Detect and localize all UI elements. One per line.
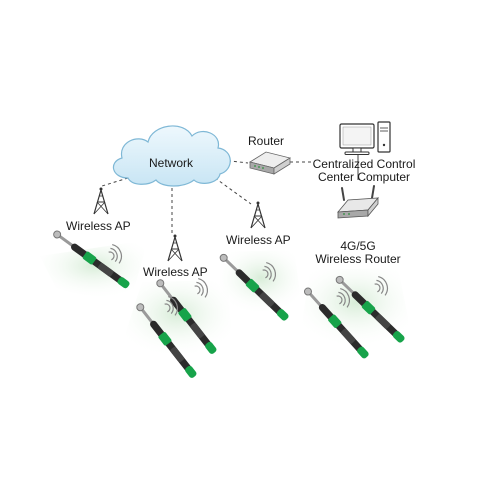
computer-label-line1: Centralized Control [312, 157, 416, 171]
ap-label-1: Wireless AP [66, 219, 131, 233]
ap-label-3: Wireless AP [226, 233, 291, 247]
link-network-router [221, 159, 249, 164]
connection-lines [101, 151, 359, 236]
mobile-router-label: 4G/5G Wireless Router [306, 240, 410, 266]
router-icon [248, 151, 292, 175]
coverage-zone-3 [220, 250, 302, 313]
link-network-ap3 [214, 177, 252, 205]
mobile-router-label-line1: 4G/5G [340, 239, 376, 253]
router-label: Router [248, 134, 285, 148]
ap-label-2: Wireless AP [143, 265, 208, 279]
antenna-tower-icon [250, 200, 266, 229]
link-network-ap1 [101, 177, 129, 187]
network-label: Network [149, 156, 194, 170]
computer-label-line2: Center Computer [317, 170, 411, 184]
coverage-zone-2 [122, 280, 232, 355]
antenna-tower-icon [167, 233, 183, 262]
computer-label: Centralized Control Center Computer [308, 158, 420, 184]
mobile-router-label-line2: Wireless Router [315, 252, 401, 266]
coverage-zone-1 [40, 240, 148, 297]
cloud-icon [112, 125, 231, 187]
wireless-router-icon [337, 185, 379, 219]
computer-icon [339, 121, 391, 155]
antenna-tower-icon [93, 186, 109, 215]
